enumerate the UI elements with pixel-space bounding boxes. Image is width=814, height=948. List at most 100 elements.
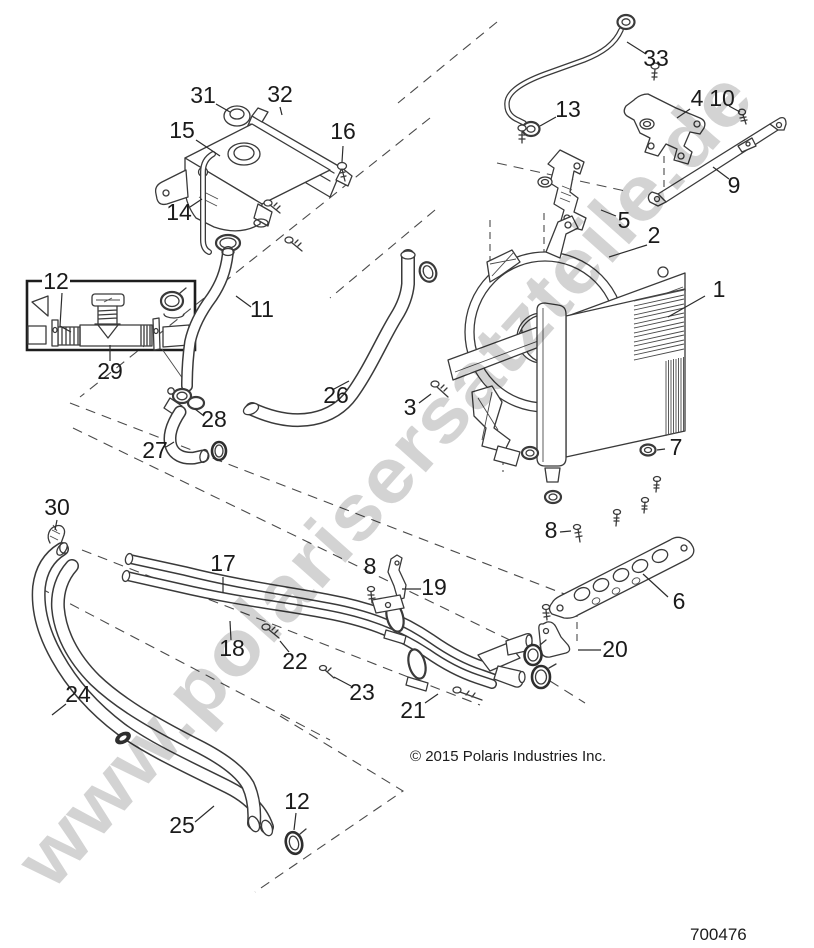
callout-leader-12 (293, 812, 297, 831)
bracket-19 (371, 554, 407, 614)
callout-22: 22 (282, 648, 308, 674)
grommet-lower (543, 489, 563, 505)
callout-7: 7 (670, 434, 683, 460)
hoses-24-25 (31, 524, 307, 856)
callout-leader-10 (728, 105, 741, 113)
bracket-20 (538, 603, 571, 658)
inset-border (25, 279, 197, 352)
screw-8-right (572, 523, 583, 543)
grommet-13-top (616, 13, 636, 31)
callout-leader-11 (235, 295, 252, 308)
callout-leader-14 (189, 198, 203, 208)
radiator-1 (430, 266, 686, 543)
callout-leader-25 (194, 805, 215, 823)
callout-4: 4 (691, 85, 704, 111)
fitting-long-screw (452, 686, 483, 701)
callout-6: 6 (673, 588, 686, 614)
callout-27: 27 (142, 437, 168, 463)
callout-leader-lines (51, 41, 741, 831)
radiator-outlet-port (520, 445, 540, 461)
clamp-near-hose-26 (418, 261, 438, 283)
fitting-21 (452, 632, 533, 701)
callout-leader-12 (59, 292, 72, 333)
callout-leader-15 (195, 139, 221, 157)
callout-leader-24 (51, 703, 67, 716)
callout-10: 10 (709, 85, 735, 111)
copyright-text: © 2015 Polaris Industries Inc. (410, 748, 606, 765)
callout-13: 13 (555, 96, 581, 122)
bracket-4-bolt (650, 62, 660, 81)
radiator-left-tank (536, 302, 567, 467)
callout-12: 12 (284, 788, 310, 814)
screws-below-radiator (612, 475, 662, 527)
mounting-plate-6 (548, 536, 695, 619)
mount-screw (263, 199, 281, 214)
callout-leader-21 (424, 693, 439, 704)
callout-20: 20 (602, 636, 628, 662)
callout-leader-7 (656, 448, 666, 451)
callout-29: 29 (97, 358, 123, 384)
callout-12: 12 (43, 268, 69, 294)
callout-21: 21 (400, 697, 426, 723)
screw-23 (318, 664, 335, 679)
callout-leader-2 (608, 244, 648, 258)
t-fitting-neck (94, 305, 121, 325)
callout-17: 17 (210, 550, 236, 576)
hose-26 (242, 249, 438, 428)
screw-10 (737, 108, 748, 125)
grommet-7 (639, 443, 657, 457)
callout-23: 23 (349, 679, 375, 705)
callout-14: 14 (166, 199, 192, 225)
inset-detail-box (25, 279, 197, 390)
radiator-fins (633, 289, 685, 361)
callout-leader-13 (539, 116, 557, 127)
coolant-reservoir-assembly (154, 105, 353, 255)
bracket-5-bolt (517, 124, 527, 144)
callout-15: 15 (169, 117, 195, 143)
bracket-4 (623, 62, 706, 165)
callout-28: 28 (201, 406, 227, 432)
callout-19: 19 (421, 574, 447, 600)
callout-11: 11 (250, 296, 274, 322)
bolt-8-left (366, 585, 376, 604)
callout-2: 2 (648, 222, 661, 248)
callout-leader-33 (626, 41, 647, 55)
callout-3: 3 (404, 394, 417, 420)
callout-26: 26 (323, 382, 349, 408)
bracket-20-bolt (541, 603, 551, 621)
callout-leader-26 (333, 380, 350, 390)
callout-leader-1 (667, 295, 706, 318)
coolant-tubes-17-18 (121, 552, 557, 701)
callout-31: 31 (190, 82, 216, 108)
callout-leader-28 (194, 408, 205, 417)
bracket-5 (517, 124, 587, 231)
radiator-filler-port (657, 266, 669, 278)
callout-leader-8 (559, 530, 572, 533)
bolt-22 (261, 623, 280, 639)
callout-18: 18 (219, 635, 245, 661)
hose-clip-dark (115, 731, 131, 745)
callout-leader-16 (341, 145, 344, 163)
callout-leader-31 (215, 103, 231, 113)
callout-leader-22 (279, 640, 290, 653)
callout-leader-5 (600, 209, 617, 217)
bolt-16 (336, 161, 348, 182)
callout-30: 30 (44, 494, 70, 520)
hose-clamp-12-bottom (284, 828, 307, 856)
callout-leader-23 (333, 676, 352, 687)
tube-clamp (405, 648, 429, 692)
hose-11 (181, 246, 235, 392)
callout-33: 33 (643, 45, 669, 71)
callout-leader-32 (279, 106, 283, 116)
elbow-hose-27 (163, 405, 228, 465)
callout-24: 24 (65, 681, 91, 707)
hose-clamps-right (523, 639, 557, 690)
callout-leader-30 (54, 519, 58, 531)
callout-leader-9 (712, 166, 730, 180)
part-number: 700476 (690, 925, 747, 944)
mounting-strip-9 (647, 108, 787, 207)
callout-16: 16 (330, 118, 356, 144)
callout-leader-3 (418, 393, 432, 404)
callout-leader-18 (229, 620, 232, 641)
